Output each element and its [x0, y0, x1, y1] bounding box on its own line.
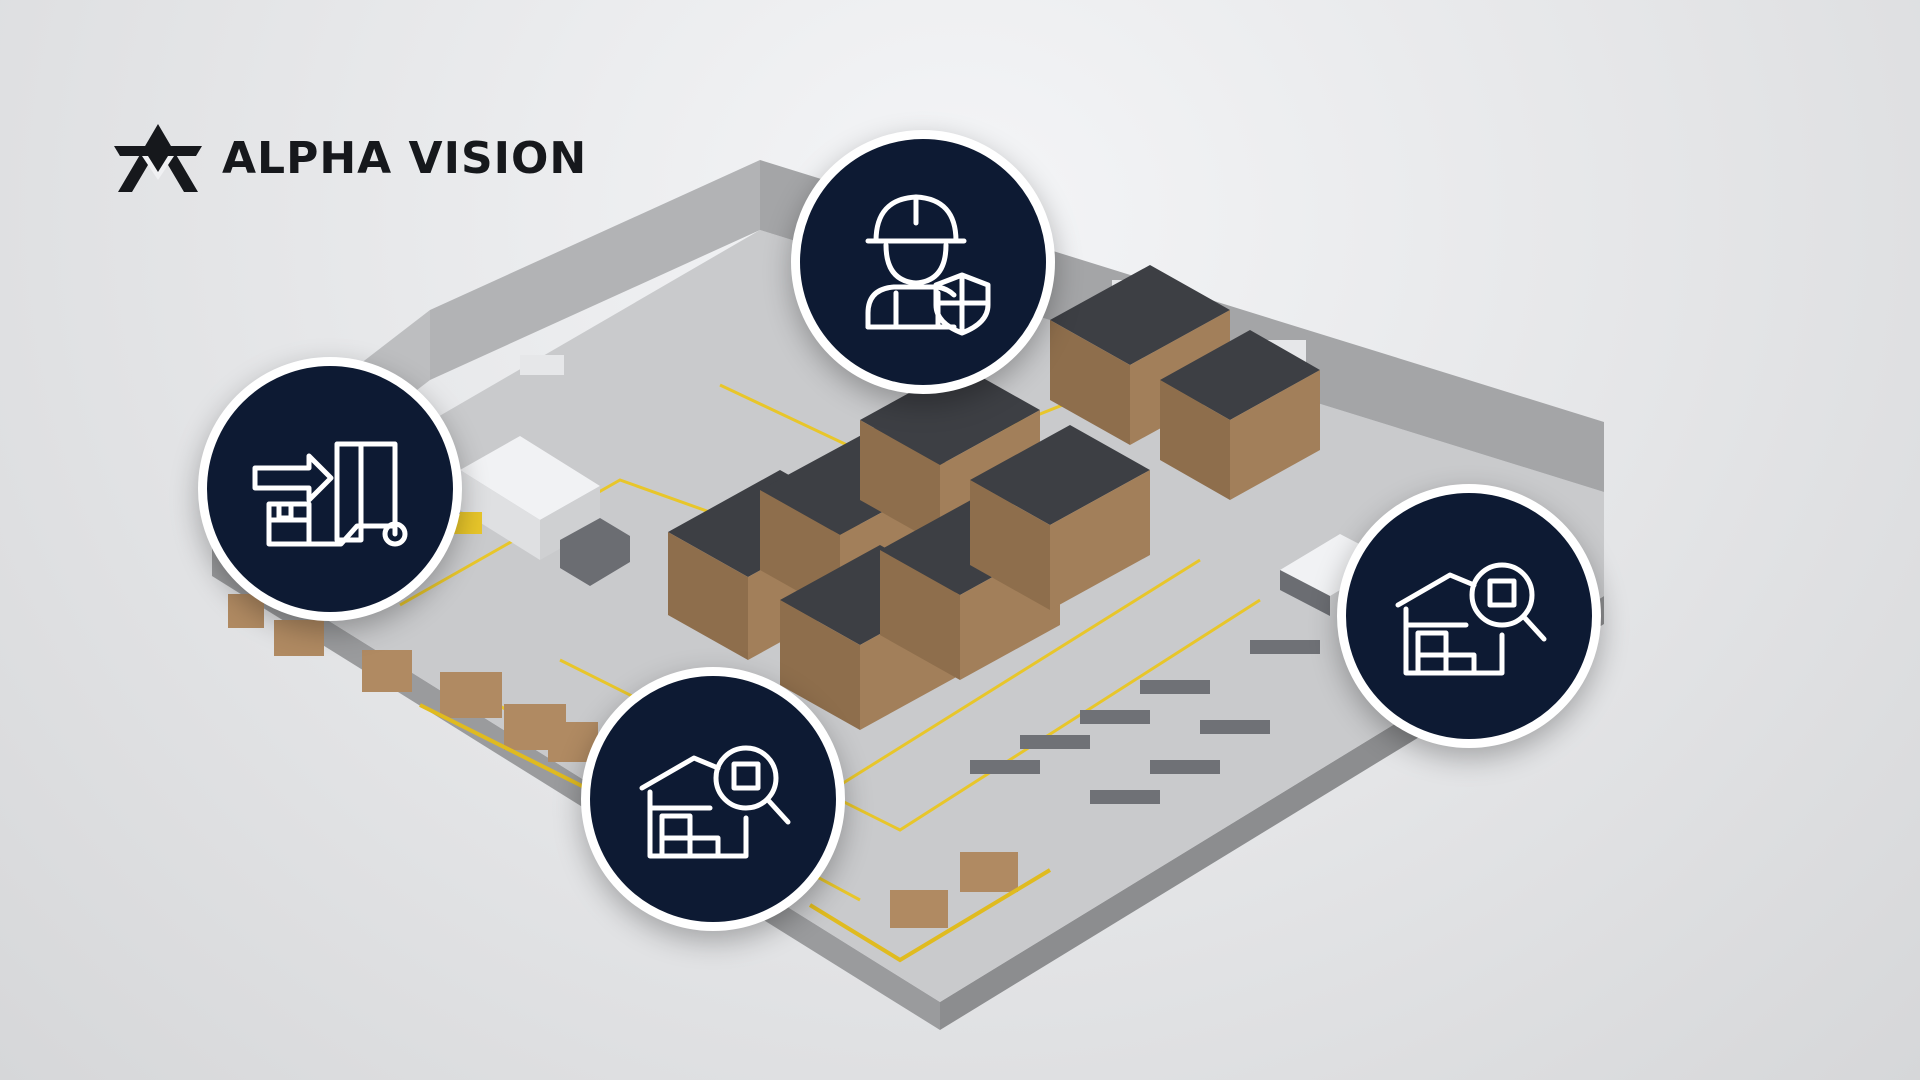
wall-window — [520, 355, 564, 375]
worker-safety-badge — [791, 130, 1055, 394]
worker-safety-icon — [865, 194, 991, 336]
storage-racks — [668, 265, 1320, 730]
delivery-truck-left — [460, 436, 630, 586]
brand-name: ALPHA VISION — [222, 132, 588, 184]
rack — [970, 425, 1150, 610]
warehouse-inspection-icon — [1395, 562, 1547, 676]
alpha-vision-logo-icon — [114, 124, 202, 192]
brand-header: ALPHA VISION — [112, 118, 587, 198]
guard-rails — [419, 703, 1052, 963]
packing-stations — [970, 640, 1320, 804]
warehouse-inspection-badge — [581, 667, 845, 931]
warehouse-inspection-icon — [639, 745, 791, 859]
inbound-receiving-icon — [252, 441, 408, 547]
warehouse-inspection-badge — [1337, 484, 1601, 748]
inbound-receiving-badge — [198, 357, 462, 621]
back-wall-left — [430, 160, 760, 380]
rack — [1160, 330, 1320, 500]
